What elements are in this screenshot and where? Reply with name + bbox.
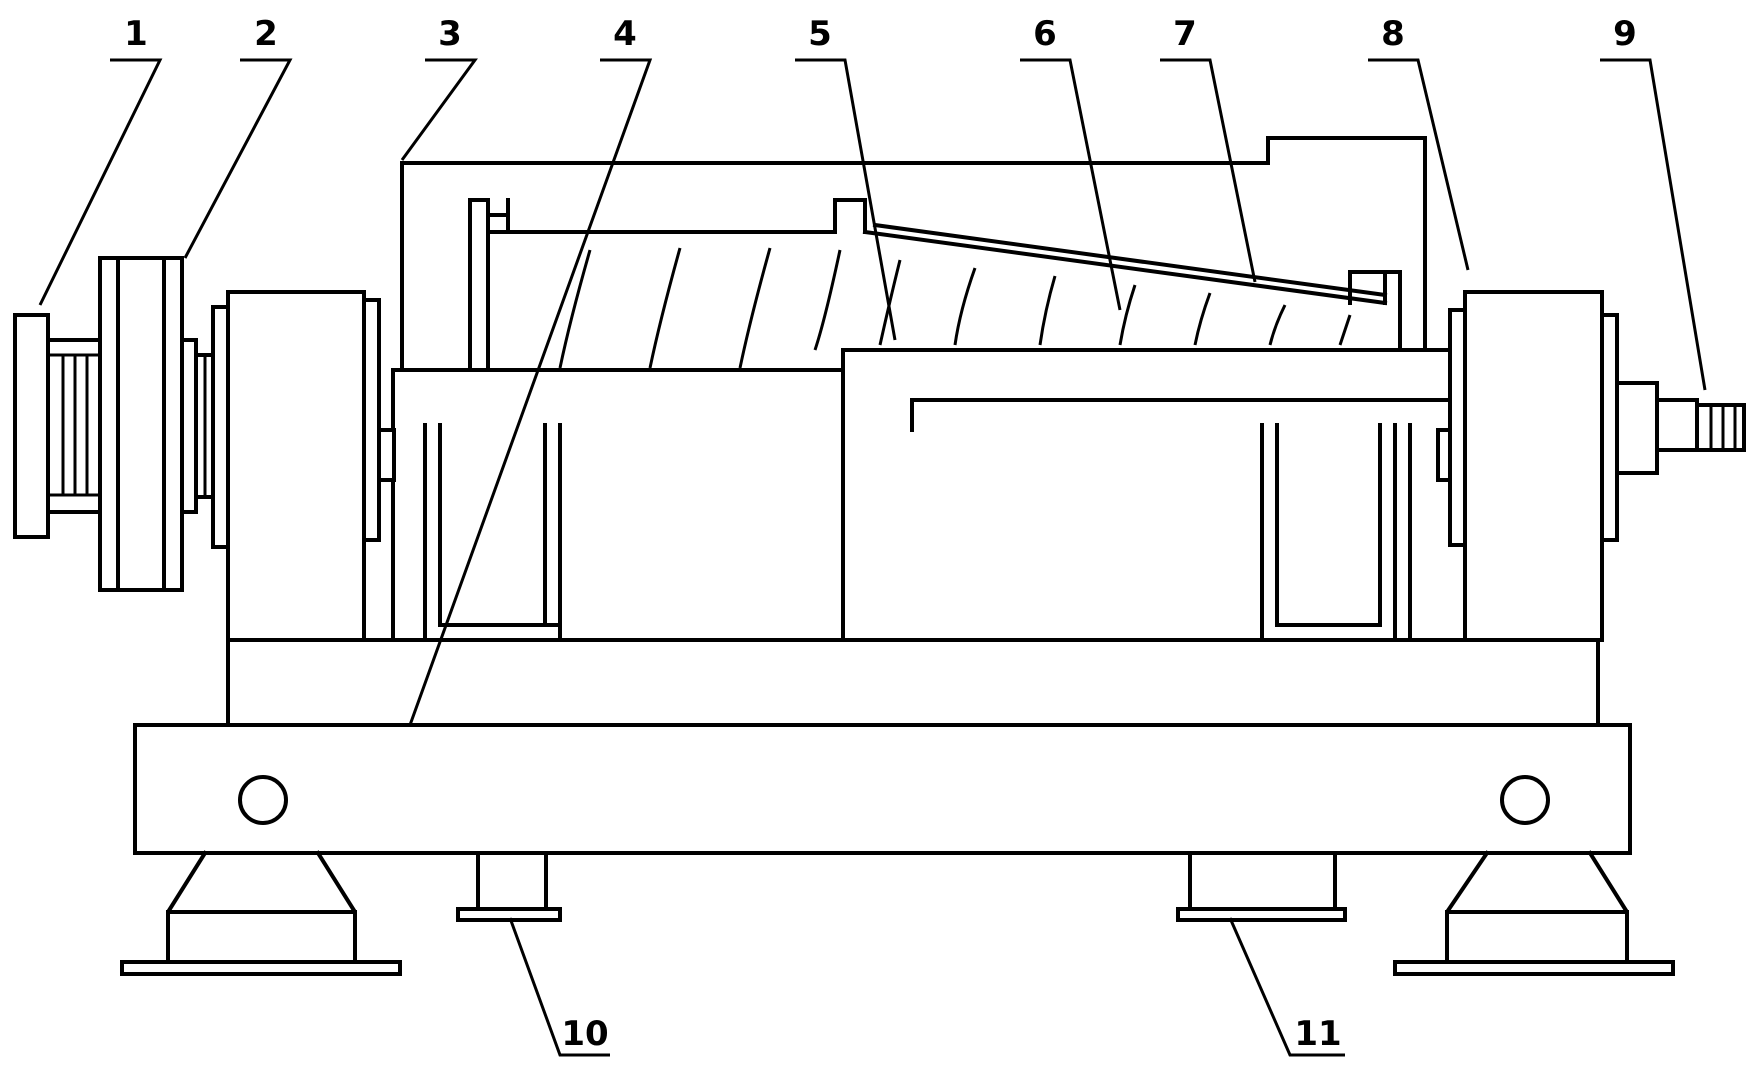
label-9: 9 [1613,14,1637,54]
right-bearing-housing [1436,290,1619,642]
label-10: 10 [561,1014,608,1054]
pulley-1 [13,313,102,539]
label-8: 8 [1381,14,1405,54]
left-bearing-housing [211,290,396,642]
label-11: 11 [1294,1014,1341,1054]
left-foot [120,850,402,976]
upper-frame [226,638,1600,727]
right-foot [1393,850,1675,976]
label-7: 7 [1173,14,1197,54]
label-5: 5 [808,14,832,54]
output-shaft [1615,381,1746,475]
shaft-body [391,348,1467,642]
label-3: 3 [438,14,462,54]
outlet-11 [1176,851,1347,922]
bowl [468,198,1402,372]
right-supports [1260,423,1412,642]
label-4: 4 [613,14,637,54]
label-1: 1 [124,14,148,54]
label-6: 6 [1033,14,1057,54]
base-frame [133,723,1632,855]
left-supports [423,423,562,642]
label-2: 2 [254,14,278,54]
outlet-10 [456,851,562,922]
screw-flights [558,247,1352,369]
leader-lines [38,58,1707,1057]
pulley-2 [98,256,215,592]
